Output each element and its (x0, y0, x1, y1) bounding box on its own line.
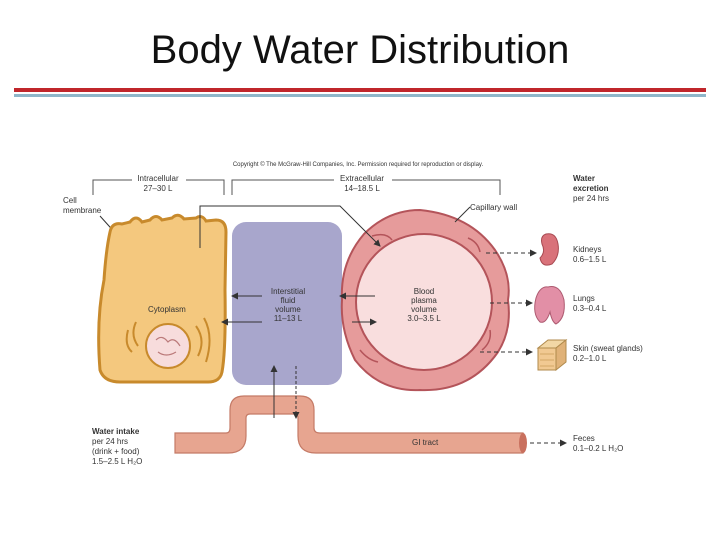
interstitial-fluid-block (232, 222, 342, 385)
lungs-icon (534, 286, 565, 325)
capillary-shape (340, 208, 510, 392)
slide-title: Body Water Distribution (150, 28, 570, 72)
extracellular-label: Extracellular (340, 174, 384, 183)
intracellular-bracket: Intracellular 27–30 L (92, 173, 225, 195)
extracellular-bracket: Extracellular 14–18.5 L (231, 173, 501, 195)
cytoplasm-label: Cytoplasm (148, 305, 186, 314)
lungs-label: Lungs (573, 294, 595, 303)
svg-text:1.5–2.5 L H₂O: 1.5–2.5 L H₂O (92, 457, 142, 466)
interstitial-label-line2: fluid (281, 296, 296, 305)
copyright-text: Copyright © The McGraw-Hill Companies, I… (233, 161, 484, 168)
svg-text:Water: Water (573, 174, 595, 183)
gi-tract-opening (519, 433, 527, 453)
blood-plasma-label-line4: 3.0–3.5 L (407, 314, 441, 323)
capillary-wall-leader (454, 206, 471, 223)
kidney-value: 0.6–1.5 L (573, 255, 607, 264)
water-excretion-header: Water excretion per 24 hrs (573, 174, 609, 203)
gi-tract-label: GI tract (412, 438, 439, 447)
skin-block-icon (536, 338, 568, 372)
kidney-icon (539, 233, 559, 266)
membrane-crossing-arrow (199, 205, 381, 248)
capillary-wall-label: Capillary wall (470, 203, 517, 212)
blood-plasma-label-line2: plasma (411, 296, 437, 305)
svg-text:per 24 hrs: per 24 hrs (92, 437, 128, 446)
cell-membrane-label-line2: membrane (63, 206, 102, 215)
cell-shape (97, 213, 228, 384)
lungs-value: 0.3–0.4 L (573, 304, 607, 313)
interstitial-label-line4: 11–13 L (274, 314, 303, 323)
extracellular-volume: 14–18.5 L (344, 184, 380, 193)
intracellular-label: Intracellular (137, 174, 179, 183)
blood-plasma-lumen (355, 233, 493, 371)
skin-label: Skin (sweat glands) (573, 344, 643, 353)
water-intake-label: Water intake per 24 hrs (drink + food) 1… (92, 427, 142, 466)
interstitial-label-line1: Interstitial (271, 287, 305, 296)
svg-text:excretion: excretion (573, 184, 609, 193)
intracellular-volume: 27–30 L (144, 184, 173, 193)
blood-plasma-label-line1: Blood (414, 287, 434, 296)
interstitial-label-line3: volume (275, 305, 301, 314)
svg-text:(drink + food): (drink + food) (92, 447, 140, 456)
nucleus-icon (145, 323, 191, 369)
skin-value: 0.2–1.0 L (573, 354, 607, 363)
title-rule-red (14, 88, 706, 92)
feces-value: 0.1–0.2 L H₂O (573, 444, 623, 453)
cell-membrane-label-line1: Cell (63, 196, 77, 205)
svg-text:Water intake: Water intake (92, 427, 140, 436)
blood-plasma-label-line3: volume (411, 305, 437, 314)
kidney-label: Kidneys (573, 245, 601, 254)
title-rule-blue (14, 94, 706, 97)
feces-label: Feces (573, 434, 595, 443)
gi-tract-tube (174, 395, 524, 454)
svg-text:per 24 hrs: per 24 hrs (573, 194, 609, 203)
